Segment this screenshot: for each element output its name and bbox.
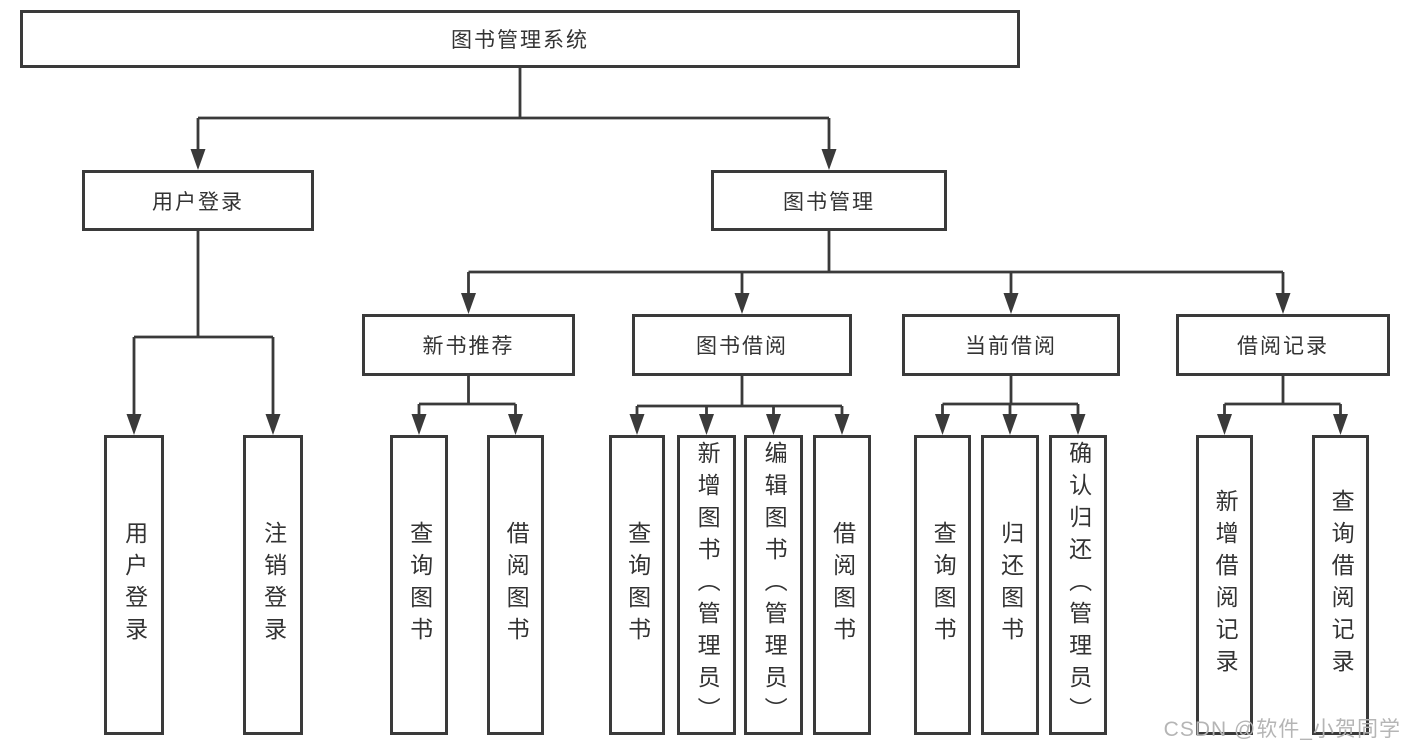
node-leaf_logout: 注销登录 — [243, 435, 303, 735]
node-leaf_br_add: 新增借阅记录 — [1196, 435, 1253, 735]
node-leaf_cb_return: 归还图书 — [981, 435, 1039, 735]
node-leaf_bb_query: 查询图书 — [609, 435, 665, 735]
node-leaf_bb_add: 新增图书（管理员） — [677, 435, 736, 735]
node-borrow_record: 借阅记录 — [1176, 314, 1390, 376]
node-book_borrow: 图书借阅 — [632, 314, 852, 376]
watermark: CSDN @软件_小贺同学 — [1163, 718, 1401, 741]
node-leaf_bb_edit: 编辑图书（管理员） — [744, 435, 803, 735]
node-leaf_bb_borrow: 借阅图书 — [813, 435, 871, 735]
node-new_book_rec: 新书推荐 — [362, 314, 575, 376]
node-leaf_nbr_borrow: 借阅图书 — [487, 435, 544, 735]
node-leaf_br_query: 查询借阅记录 — [1312, 435, 1369, 735]
node-leaf_user_login: 用户登录 — [104, 435, 164, 735]
node-book_mgmt: 图书管理 — [711, 170, 947, 231]
node-leaf_nbr_query: 查询图书 — [390, 435, 448, 735]
node-leaf_cb_confirm: 确认归还（管理员） — [1049, 435, 1107, 735]
node-leaf_cb_query: 查询图书 — [914, 435, 971, 735]
node-root: 图书管理系统 — [20, 10, 1020, 68]
node-user_login: 用户登录 — [82, 170, 314, 231]
node-current_borrow: 当前借阅 — [902, 314, 1120, 376]
